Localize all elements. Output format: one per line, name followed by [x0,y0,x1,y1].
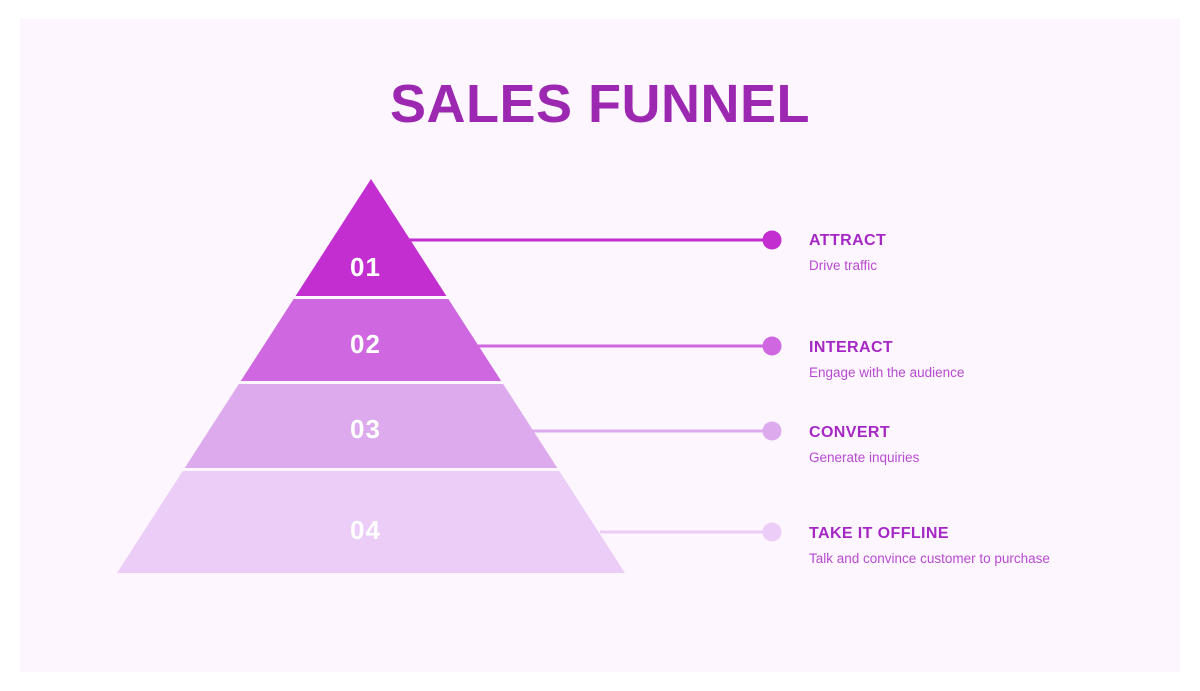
funnel-label-desc-02: Engage with the audience [809,364,965,380]
funnel-label-title-02: INTERACT [809,339,894,356]
funnel-label-03[interactable]: CONVERT Generate inquiries [809,424,919,465]
tier-number-04: 04 [350,515,381,545]
funnel-label-title-01: ATTRACT [809,232,887,249]
tier-number-02: 02 [350,329,381,359]
funnel-label-desc-04: Talk and convince customer to purchase [809,550,1050,566]
connector-dot-03[interactable] [762,421,782,441]
funnel-label-title-04: TAKE IT OFFLINE [809,525,949,542]
funnel-label-04[interactable]: TAKE IT OFFLINE Talk and convince custom… [809,525,1050,566]
connector-dot-01[interactable] [762,230,782,250]
connector-lines [400,238,772,534]
connector-dots [762,230,782,542]
page-title: SALES FUNNEL [389,74,811,134]
connector-dot-04[interactable] [762,522,782,542]
funnel-label-02[interactable]: INTERACT Engage with the audience [809,339,964,380]
tier-number-01: 01 [350,252,381,282]
connector-dot-02[interactable] [762,336,782,356]
funnel-label-title-03: CONVERT [809,424,891,441]
funnel-label-01[interactable]: ATTRACT Drive traffic [809,232,886,273]
funnel-label-desc-03: Generate inquiries [809,449,920,465]
tier-number-03: 03 [350,414,381,444]
funnel-tier-04[interactable] [100,471,645,575]
funnel-label-desc-01: Drive traffic [809,257,878,273]
